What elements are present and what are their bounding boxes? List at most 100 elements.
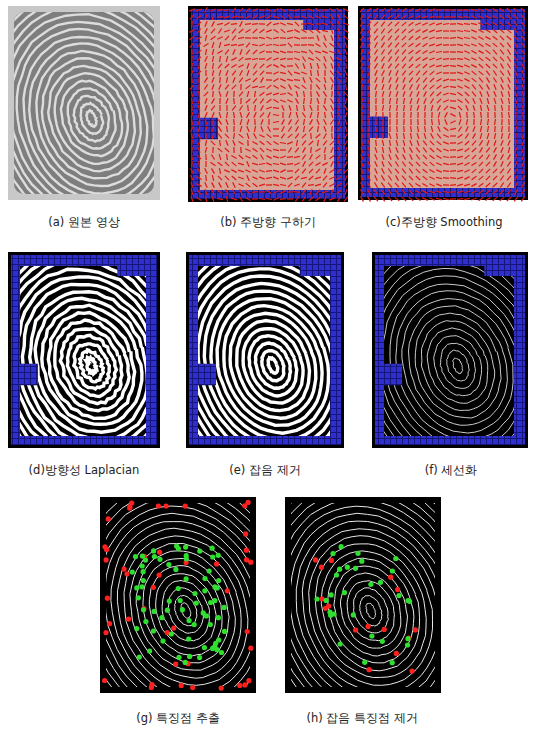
direction-mark	[295, 176, 299, 180]
ridge-line	[396, 291, 520, 440]
direction-mark	[507, 15, 511, 19]
direction-mark	[245, 58, 251, 60]
direction-mark	[226, 112, 228, 118]
direction-mark	[375, 140, 377, 146]
minutia-ending	[124, 571, 129, 576]
direction-mark	[315, 177, 321, 179]
direction-mark	[310, 189, 312, 195]
ridge-line	[14, 12, 154, 194]
direction-mark	[501, 147, 503, 152]
direction-mark	[395, 57, 398, 62]
direction-mark	[409, 64, 413, 68]
direction-mark	[464, 163, 469, 166]
panel-caption: (c)주방향 Smoothing	[385, 214, 502, 230]
ridge-line	[162, 581, 209, 641]
direction-mark	[301, 9, 307, 10]
direction-mark	[337, 71, 342, 75]
direction-mark	[205, 175, 207, 181]
direction-mark	[280, 143, 286, 144]
direction-mark	[464, 38, 470, 39]
direction-mark	[479, 43, 484, 46]
direction-mark	[218, 29, 221, 34]
direction-mark	[219, 168, 220, 174]
direction-mark	[246, 183, 251, 187]
minutia-ending	[102, 678, 107, 683]
direction-mark	[211, 141, 215, 145]
direction-mark	[465, 99, 469, 104]
direction-mark	[190, 15, 193, 20]
direction-mark	[322, 51, 328, 53]
direction-mark	[238, 177, 244, 179]
direction-mark	[382, 154, 384, 160]
direction-mark	[388, 22, 392, 26]
ridge-line	[156, 574, 217, 649]
ridge-line	[86, 110, 96, 126]
direction-mark	[382, 168, 385, 173]
direction-mark	[396, 112, 398, 118]
direction-mark	[416, 155, 419, 160]
direction-mark	[330, 43, 335, 46]
direction-mark	[331, 161, 334, 166]
minutia-bifurcation	[359, 559, 364, 564]
minutia-ending	[329, 558, 334, 563]
direction-mark	[316, 57, 321, 61]
minutia-bifurcation	[141, 578, 146, 583]
direction-mark	[211, 29, 215, 34]
direction-mark	[368, 140, 369, 146]
ridge-line	[0, 254, 185, 477]
direction-mark	[402, 176, 406, 181]
direction-mark	[317, 98, 319, 104]
direction-mark	[303, 105, 305, 111]
direction-mark	[240, 119, 242, 125]
minutia-bifurcation	[216, 578, 221, 583]
direction-mark	[212, 70, 213, 76]
direction-mark	[331, 112, 333, 118]
direction-mark	[443, 100, 449, 102]
direction-mark	[274, 141, 279, 144]
direction-mark	[240, 21, 243, 26]
direction-mark	[240, 70, 243, 75]
direction-mark	[280, 72, 286, 73]
direction-mark	[280, 177, 286, 179]
minutia-ending	[214, 561, 219, 566]
ridge-line	[358, 246, 535, 485]
direction-mark	[374, 22, 378, 26]
direction-mark	[231, 156, 236, 159]
direction-mark	[508, 105, 509, 111]
direction-mark	[381, 50, 384, 55]
direction-mark	[267, 134, 272, 138]
ridge-line	[291, 503, 435, 687]
direction-mark	[457, 177, 463, 179]
direction-mark	[330, 169, 335, 172]
direction-mark	[411, 133, 412, 139]
ridge-line	[124, 536, 248, 685]
direction-mark	[368, 98, 370, 104]
direction-mark	[331, 98, 334, 103]
direction-mark	[443, 93, 449, 95]
direction-mark	[368, 49, 371, 54]
minutia-bifurcation	[143, 619, 148, 624]
direction-mark	[425, 126, 426, 132]
direction-mark	[297, 140, 298, 146]
direction-mark	[190, 43, 194, 48]
direction-mark	[317, 35, 319, 41]
ridge-line	[0, 217, 217, 515]
direction-mark	[310, 98, 312, 104]
direction-mark	[495, 119, 496, 125]
direction-mark	[465, 92, 469, 96]
direction-mark	[197, 15, 202, 18]
direction-mark	[266, 72, 272, 74]
minutia-bifurcation	[130, 570, 135, 575]
direction-mark	[287, 198, 293, 199]
direction-mark	[457, 142, 462, 144]
direction-mark	[415, 23, 421, 25]
direction-mark	[374, 8, 378, 12]
direction-mark	[337, 8, 342, 11]
direction-mark	[361, 49, 363, 55]
direction-mark	[196, 176, 201, 179]
direction-mark	[472, 148, 476, 152]
direction-mark	[382, 147, 383, 153]
direction-mark	[375, 70, 377, 76]
direction-mark	[338, 42, 340, 47]
direction-mark	[522, 140, 524, 146]
